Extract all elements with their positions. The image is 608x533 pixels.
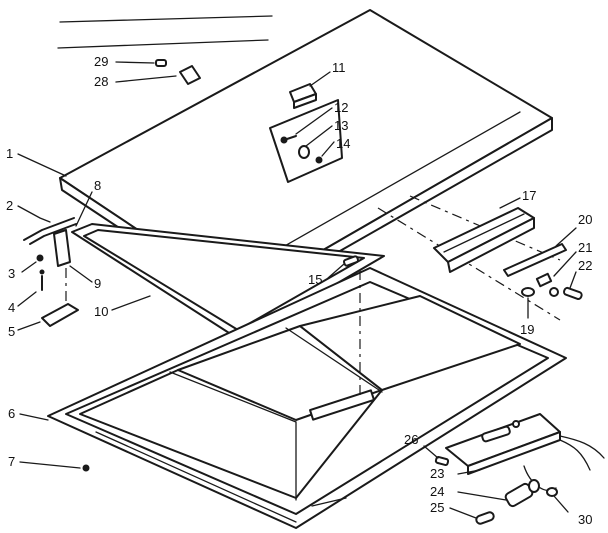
callout-6: 6 xyxy=(8,406,15,421)
liner-strip xyxy=(433,207,535,273)
lock-parts xyxy=(521,272,583,300)
callout-5: 5 xyxy=(8,324,15,339)
screw xyxy=(434,455,450,467)
callout-30: 30 xyxy=(578,512,592,527)
gasket xyxy=(71,223,385,341)
callout-13: 13 xyxy=(334,118,348,133)
hinge-assembly xyxy=(23,217,79,327)
callout-1: 1 xyxy=(6,146,13,161)
hinge-cover xyxy=(155,59,201,85)
lamp-socket xyxy=(504,479,540,508)
callout-11: 11 xyxy=(332,60,346,75)
handle-recess-panel xyxy=(269,99,343,183)
catch-part xyxy=(289,83,317,109)
cabinet-frame xyxy=(47,267,567,529)
callout-7: 7 xyxy=(8,454,15,469)
strip xyxy=(503,243,567,277)
callout-22: 22 xyxy=(578,258,592,273)
callout-24: 24 xyxy=(430,484,444,499)
wire-clip xyxy=(546,487,558,497)
callout-15: 15 xyxy=(308,272,322,287)
lamp-bulb xyxy=(475,511,495,525)
scan-line xyxy=(311,497,347,507)
callout-10: 10 xyxy=(94,304,108,319)
callout-17: 17 xyxy=(522,188,536,203)
small-screw xyxy=(82,464,90,472)
callout-28: 28 xyxy=(94,74,108,89)
callout-23: 23 xyxy=(430,466,444,481)
scan-line xyxy=(57,39,269,49)
callout-3: 3 xyxy=(8,266,15,281)
callout-21: 21 xyxy=(578,240,592,255)
callout-12: 12 xyxy=(334,100,348,115)
callout-20: 20 xyxy=(578,212,592,227)
scan-line xyxy=(59,15,273,23)
callout-8: 8 xyxy=(94,178,101,193)
callout-26: 26 xyxy=(404,432,418,447)
callout-25: 25 xyxy=(430,500,444,515)
callout-4: 4 xyxy=(8,300,15,315)
callout-14: 14 xyxy=(336,136,350,151)
lock-strike xyxy=(342,255,360,267)
callout-9: 9 xyxy=(94,276,101,291)
leader-lines xyxy=(17,61,577,519)
base-plate xyxy=(445,413,605,492)
callout-2: 2 xyxy=(6,198,13,213)
callout-29: 29 xyxy=(94,54,108,69)
callout-19: 19 xyxy=(520,322,534,337)
